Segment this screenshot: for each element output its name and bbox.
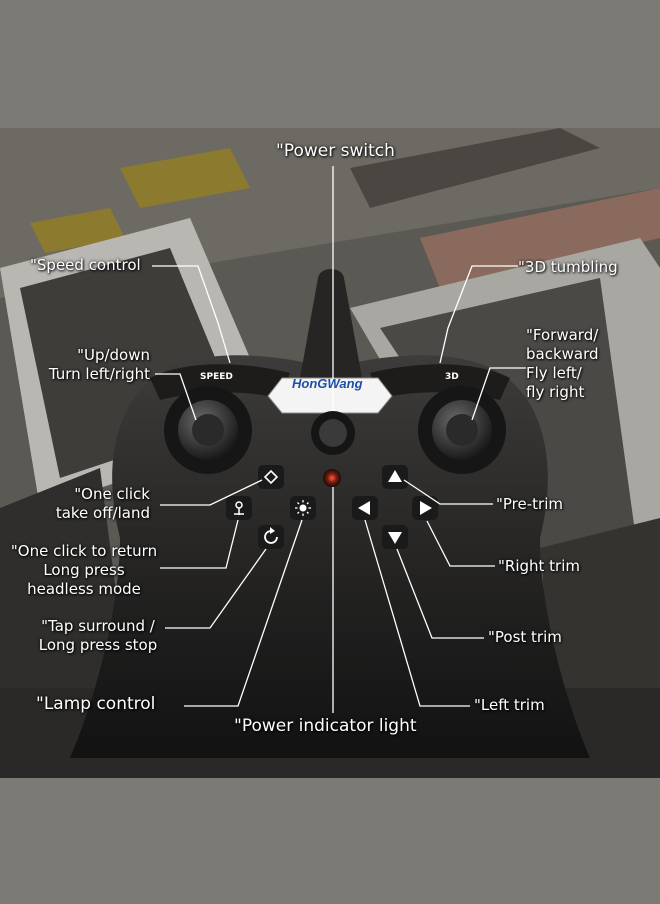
callout-tap-surround: "Tap surround / Long press stop: [38, 617, 158, 654]
callout-speed-control: "Speed control: [30, 256, 141, 274]
controller-scene: [0, 128, 660, 778]
callout-forward-backward: "Forward/ backward Fly left/ fly right: [526, 326, 599, 401]
callout-left-trim: "Left trim: [474, 696, 545, 714]
callout-power-switch: "Power switch: [276, 141, 395, 161]
callout-lines: [152, 166, 526, 713]
callout-3d-tumbling: "3D tumbling: [518, 258, 618, 276]
speed-label: SPEED: [200, 372, 233, 382]
callout-power-indicator: "Power indicator light: [234, 716, 417, 736]
callout-post-trim: "Post trim: [488, 628, 562, 646]
controller-photo: SPEED 3D HonGWang "Power switch "Speed c…: [0, 128, 660, 778]
brand-plate: [267, 377, 393, 414]
callout-up-down: "Up/down Turn left/right: [48, 346, 150, 383]
power-switch: [319, 419, 347, 447]
callout-one-click-return: "One click to return Long press headless…: [10, 542, 158, 598]
callout-one-click-takeoff: "One click take off/land: [55, 485, 150, 522]
brand-logo: HonGWang: [292, 376, 363, 391]
tumble-label: 3D: [445, 372, 459, 382]
flip-button: [258, 465, 284, 489]
power-led: [323, 469, 341, 487]
callout-right-trim: "Right trim: [498, 557, 580, 575]
antenna: [300, 269, 362, 378]
callout-pre-trim: "Pre-trim: [496, 495, 563, 513]
callout-lamp-control: "Lamp control: [36, 694, 156, 714]
rotate-button: [258, 525, 284, 549]
